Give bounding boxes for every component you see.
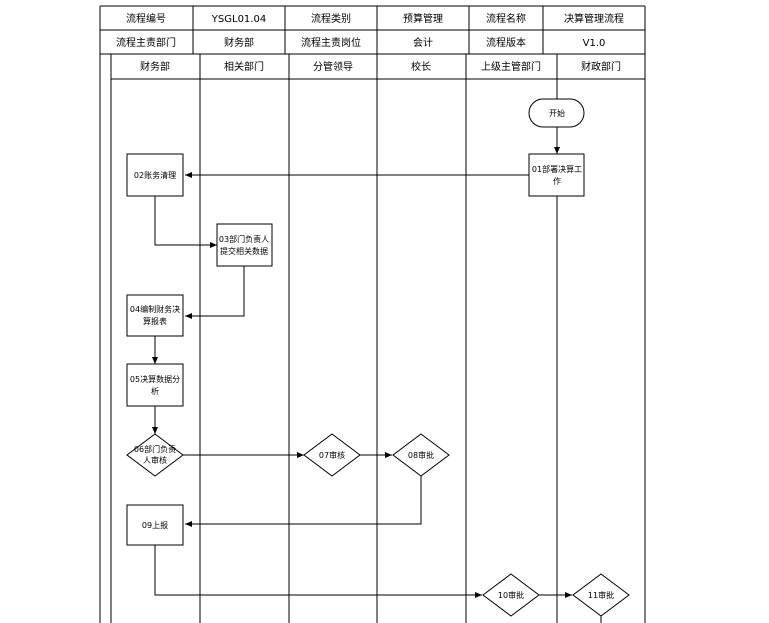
node-04-label-line1: 04编制财务决: [130, 304, 180, 314]
lane-header-president: 校长: [411, 60, 431, 73]
node-02-label: 02账务清理: [134, 170, 176, 180]
node-10-superior-approve: 10审批: [482, 573, 540, 617]
lane-header-leader: 分管领导: [313, 60, 353, 73]
node-07-review: 07审核: [303, 433, 361, 477]
node-02-account-clearing: 02账务清理: [126, 153, 184, 197]
header-cell-post: 会计: [413, 36, 433, 49]
node-06-label-line1: 06部门负责: [134, 444, 176, 454]
node-07-label: 07审核: [319, 450, 345, 460]
node-05-data-analysis: 05决算数据分 析: [126, 363, 184, 407]
node-05-label-line1: 05决算数据分: [130, 374, 180, 384]
lane-header-finance: 财务部: [140, 60, 170, 73]
node-05-label-line2: 析: [151, 386, 159, 396]
header-cell-dept-label: 流程主责部门: [116, 36, 176, 49]
node-09-label: 09上报: [142, 520, 168, 530]
header-cell-category-label: 流程类别: [311, 12, 351, 25]
node-start-label: 开始: [549, 108, 565, 118]
header-cell-category: 预算管理: [403, 12, 443, 25]
edge-03-04: [185, 266, 245, 319]
lane-header-treasury: 财政部门: [581, 60, 621, 73]
connectors: [152, 127, 602, 623]
node-03-submit-data: 03部门负责人 提交相关数据: [216, 223, 273, 267]
node-01-deploy: 01部署决算工 作: [528, 153, 585, 197]
node-04-compile-report: 04编制财务决 算报表: [126, 294, 184, 337]
edge-08-09: [185, 476, 422, 527]
lane-headers: 财务部 相关部门 分管领导 校长 上级主管部门 财政部门: [140, 60, 621, 73]
lane-header-related-dept: 相关部门: [224, 60, 264, 73]
lane-header-superior: 上级主管部门: [481, 60, 541, 73]
node-06-dept-review: 06部门负责 人审核: [126, 433, 184, 477]
node-11-label: 11审批: [588, 590, 614, 600]
node-04-label-line2: 算报表: [143, 316, 167, 326]
node-03-label-line1: 03部门负责人: [219, 234, 269, 244]
header-cell-version-label: 流程版本: [486, 36, 526, 49]
node-08-approve: 08审批: [392, 433, 450, 477]
node-01-label-line2: 作: [553, 176, 561, 186]
header-cell-name-label: 流程名称: [486, 12, 526, 25]
node-09-submit: 09上报: [126, 504, 184, 546]
header-cell-process-id-label: 流程编号: [126, 12, 166, 25]
header-cell-process-id: YSGL01.04: [211, 14, 266, 25]
table-grid: [99, 5, 646, 623]
edge-02-03: [154, 196, 217, 248]
node-start: 开始: [528, 98, 585, 128]
node-08-label: 08审批: [408, 450, 434, 460]
header-cell-dept: 财务部: [224, 36, 254, 49]
node-03-label-line2: 提交相关数据: [220, 246, 268, 256]
edge-09-10: [154, 545, 482, 598]
header-cell-post-label: 流程主责岗位: [301, 36, 361, 49]
node-11-treasury-approve: 11审批: [572, 573, 630, 617]
header-cell-name: 决算管理流程: [564, 12, 624, 25]
header-table: 流程编号 YSGL01.04 流程类别 预算管理 流程名称 决算管理流程 流程主…: [116, 12, 624, 49]
node-10-label: 10审批: [498, 590, 524, 600]
header-cell-version: V1.0: [583, 38, 606, 49]
node-06-label-line2: 人审核: [143, 455, 167, 465]
nodes: 开始 01部署决算工 作 02账务清理 03部门负责人 提交相关数据 04编制财…: [126, 98, 630, 617]
node-01-label-line1: 01部署决算工: [532, 164, 582, 174]
